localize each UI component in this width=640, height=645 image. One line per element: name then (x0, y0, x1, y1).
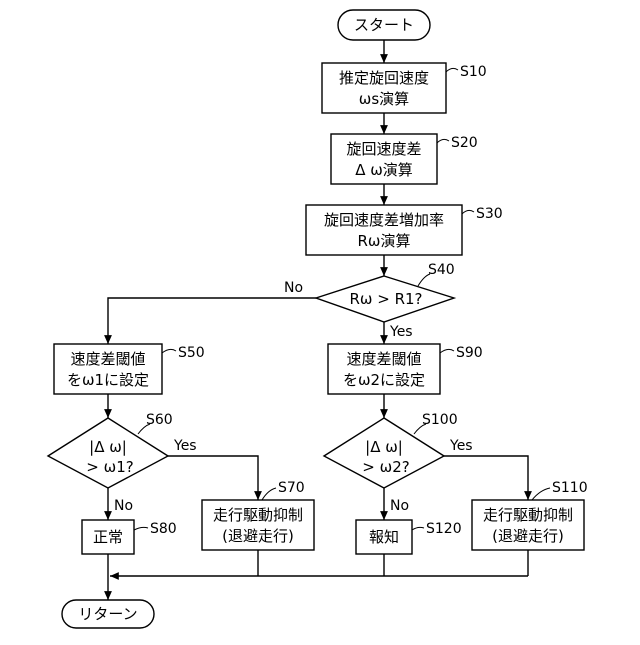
s60-yes-label: Yes (173, 438, 197, 454)
arrow-s60-yes-to-s70 (168, 456, 258, 500)
s100-no-label: No (390, 498, 409, 514)
s20-text-line2: Δ ω演算 (355, 161, 413, 179)
s10-label: S10 (460, 64, 487, 80)
step-s50: 速度差閾値 をω1に設定 S50 (54, 344, 205, 394)
s20-text-line1: 旋回速度差 (346, 140, 421, 158)
s50-leader (162, 349, 176, 353)
s50-text-line2: をω1に設定 (67, 371, 149, 389)
s10-leader (446, 68, 458, 72)
decision-s60: |Δ ω| > ω1? S60 Yes No (48, 412, 197, 514)
step-s20: 旋回速度差 Δ ω演算 S20 (331, 134, 478, 184)
s60-label: S60 (146, 412, 173, 428)
start-label: スタート (354, 16, 414, 34)
decision-s40: Rω > R1? S40 No Yes (284, 262, 455, 340)
step-s30: 旋回速度差増加率 Rω演算 S30 (306, 205, 503, 255)
s30-label: S30 (476, 206, 503, 222)
s100-text-line1: |Δ ω| (365, 438, 403, 456)
s70-label: S70 (278, 480, 305, 496)
s120-text: 報知 (369, 528, 399, 546)
s90-label: S90 (456, 345, 483, 361)
step-s120: 報知 S120 (356, 520, 462, 554)
s50-text-line1: 速度差閾値 (70, 350, 145, 368)
s70-text-line2: (退避走行) (222, 527, 294, 545)
step-s80: 正常 S80 (82, 520, 177, 554)
connectors (108, 40, 528, 600)
s40-text: Rω > R1? (349, 290, 422, 308)
s10-text-line2: ωs演算 (359, 90, 409, 108)
s30-leader (462, 210, 474, 214)
s120-label: S120 (426, 521, 462, 537)
step-s110: 走行駆動抑制 (退避走行) S110 (472, 480, 588, 550)
s100-yes-label: Yes (449, 438, 473, 454)
s40-yes-label: Yes (389, 324, 413, 340)
s100-label: S100 (422, 412, 458, 428)
s110-leader (532, 488, 550, 500)
s70-text-line1: 走行駆動抑制 (213, 506, 303, 524)
terminal-return: リターン (62, 600, 154, 628)
s40-no-label: No (284, 280, 303, 296)
s100-text-line2: > ω2? (362, 458, 409, 476)
s80-label: S80 (150, 521, 177, 537)
decision-s100: |Δ ω| > ω2? S100 Yes No (324, 412, 473, 514)
s40-label: S40 (428, 262, 455, 278)
s60-text-line1: |Δ ω| (89, 438, 127, 456)
s110-text-line1: 走行駆動抑制 (483, 506, 573, 524)
s80-text: 正常 (93, 528, 123, 546)
s20-label: S20 (451, 135, 478, 151)
step-s90: 速度差閾値 をω2に設定 S90 (328, 344, 483, 394)
s110-text-line2: (退避走行) (492, 527, 564, 545)
s90-text-line2: をω2に設定 (343, 371, 425, 389)
s70-leader (262, 488, 276, 500)
s110-label: S110 (552, 480, 588, 496)
s30-text-line1: 旋回速度差増加率 (324, 211, 444, 229)
return-label: リターン (78, 605, 137, 623)
arrow-s40-no-to-s50 (108, 298, 316, 344)
s80-leader (134, 527, 148, 530)
s50-label: S50 (178, 345, 205, 361)
s60-no-label: No (114, 498, 133, 514)
s20-leader (437, 139, 449, 143)
s10-text-line1: 推定旋回速度 (339, 69, 429, 87)
s90-leader (440, 349, 454, 353)
s90-text-line1: 速度差閾値 (346, 350, 421, 368)
s60-text-line2: > ω1? (86, 458, 133, 476)
step-s10: 推定旋回速度 ωs演算 S10 (322, 63, 487, 113)
s30-text-line2: Rω演算 (358, 232, 411, 250)
arrow-s100-yes-to-s110 (444, 456, 528, 500)
terminal-start: スタート (338, 10, 430, 40)
s120-leader (412, 527, 424, 530)
